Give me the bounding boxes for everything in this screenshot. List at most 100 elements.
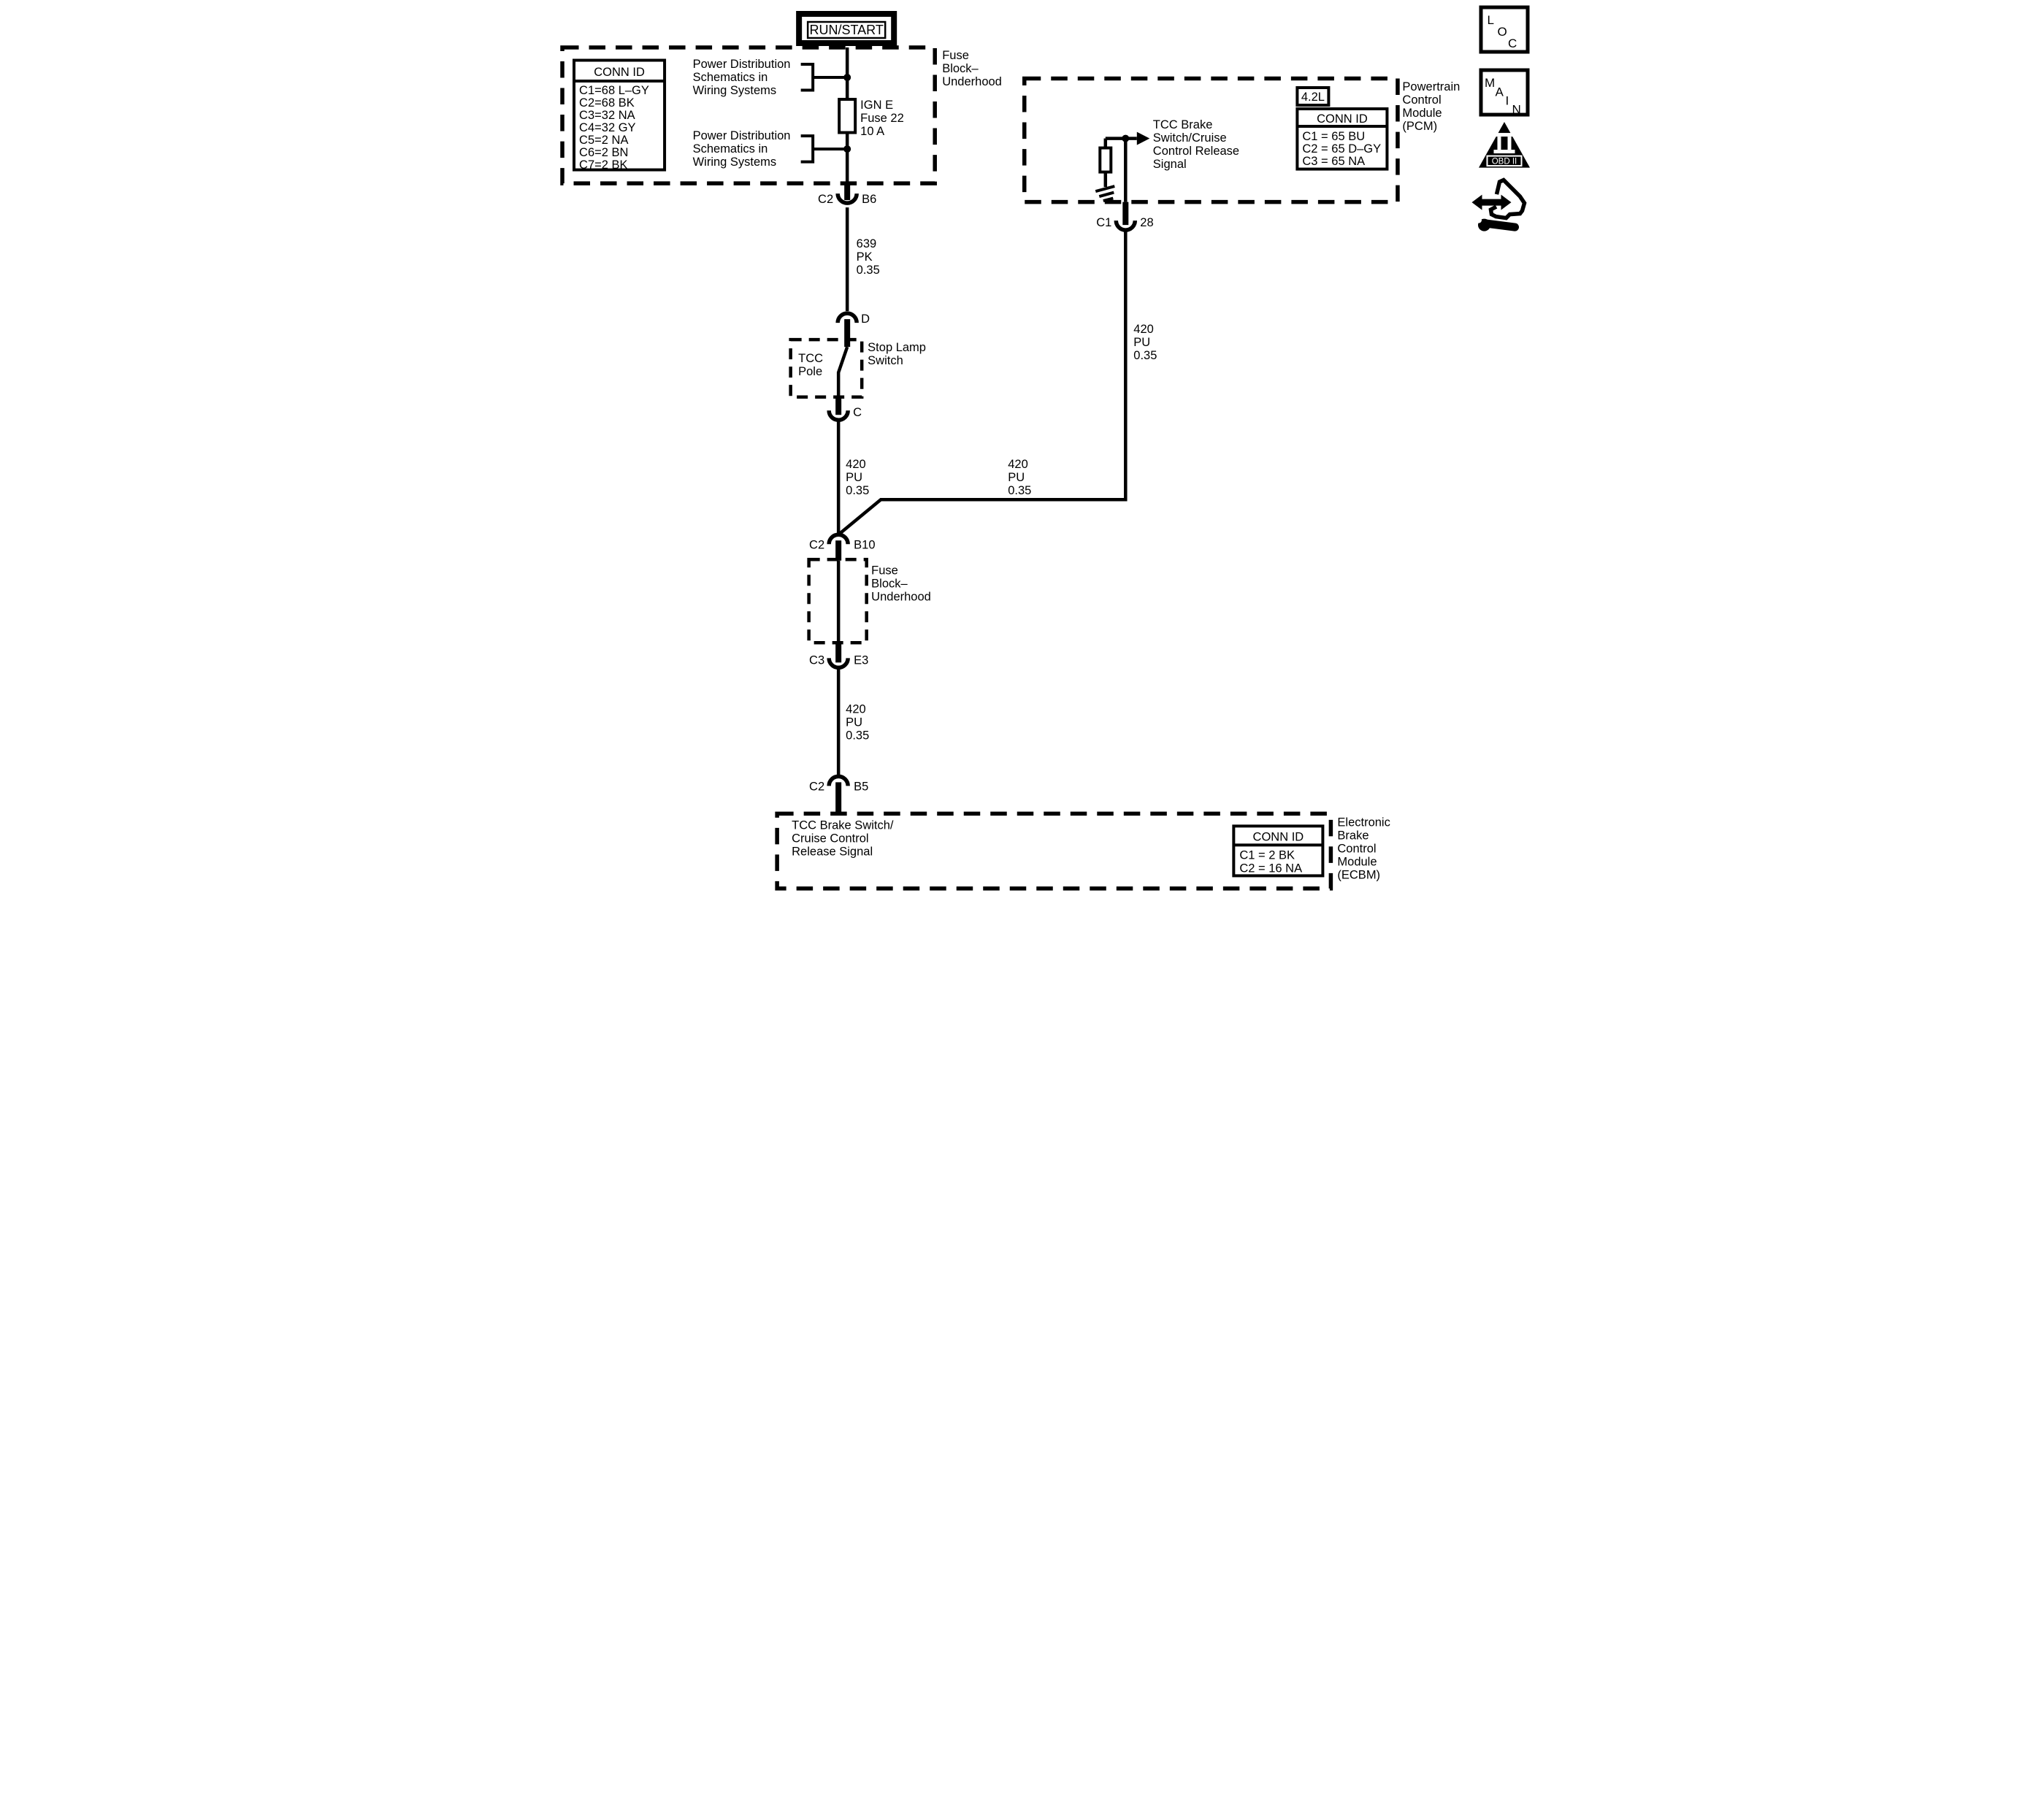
connector-label: C1: [1096, 216, 1111, 229]
nav-icon-service[interactable]: [1471, 177, 1526, 231]
conn-id-row: C2 = 65 D–GY: [1302, 142, 1381, 156]
conn-id-row: C3 = 65 NA: [1302, 155, 1365, 168]
ecbm-signal-label: Cruise Control: [792, 832, 868, 845]
pcm-signal-label: Control Release: [1152, 145, 1239, 158]
double-arrow-icon: [1471, 194, 1511, 210]
conn-id-table-outline: [1231, 824, 1324, 878]
conn-id-header: CONN ID: [1252, 830, 1304, 843]
connector-c3-e3: C3 E3: [809, 643, 868, 670]
connector-cavity-label: D: [861, 312, 870, 326]
obd2-label: OBD II: [1491, 158, 1517, 166]
conn-id-header: CONN ID: [594, 66, 645, 79]
main-letter: M: [1484, 76, 1494, 90]
wire-label: 639: [856, 237, 876, 250]
connector-c2-b6: C2 B6: [818, 183, 876, 206]
fuse-block-lower-label: Block–: [871, 577, 908, 590]
conn-id-row: C5=2 NA: [579, 134, 628, 147]
pcm-outline: [1022, 76, 1400, 204]
fuse-block-top-outline: [559, 45, 937, 185]
conn-id-row: C3=32 NA: [579, 109, 635, 122]
power-dist-label: Wiring Systems: [692, 84, 776, 97]
power-distribution-ref-lower: Power Distribution Schematics in Wiring …: [692, 129, 851, 169]
connector-d: D: [835, 311, 870, 348]
loc-icon[interactable]: [1478, 5, 1529, 54]
main-letter: I: [1505, 94, 1509, 108]
nav-icon-loc[interactable]: L O C: [1478, 5, 1529, 54]
main-icon[interactable]: [1478, 68, 1529, 117]
ecbm-label: Control: [1337, 842, 1376, 855]
connector-cavity-label: C: [853, 406, 862, 419]
wire-label: 0.35: [846, 729, 869, 742]
wire-label: PU: [1008, 471, 1025, 484]
stop-lamp-switch: TCC Pole Stop Lamp Switch: [788, 337, 925, 415]
hand-icon: [1488, 177, 1526, 221]
reference-bracket: [800, 63, 847, 92]
fuse-block-underhood-top: Fuse Block– Underhood CONN ID C1=68 L–GY…: [559, 45, 1002, 185]
connector-symbol: [826, 774, 850, 786]
main-letter: A: [1495, 85, 1504, 99]
fuse-label: 10 A: [860, 125, 884, 138]
wrench-icon: [1475, 217, 1519, 231]
ecbm-signal-label: TCC Brake Switch/: [792, 818, 894, 832]
connector-cavity-label: B10: [854, 538, 875, 551]
wiring-diagram-canvas: Fuse Block– Underhood CONN ID C1=68 L–GY…: [510, 0, 1534, 905]
wire-420-pu-left: 420 PU 0.35: [836, 420, 869, 535]
nav-icon-obd2[interactable]: OBD II: [1478, 122, 1530, 168]
connector-label: C2: [809, 780, 824, 793]
loc-letter: C: [1507, 37, 1516, 50]
wire-label: PU: [1133, 336, 1150, 349]
wire-420-pu-bottom: 420 PU 0.35: [836, 667, 869, 777]
connector-label: C2: [809, 538, 824, 551]
wire-420-pu-branch: 420 PU 0.35 420 PU 0.35: [837, 230, 1157, 536]
ecbm-signal-label: Release Signal: [792, 845, 873, 858]
connector-c1-28: C1 28: [1096, 216, 1153, 232]
run-start-label: RUN/START: [809, 23, 883, 37]
fuse-block-top-label: Underhood: [942, 75, 1002, 88]
conn-id-row: C1=68 L–GY: [579, 84, 649, 97]
engine-badge-box: [1295, 86, 1330, 107]
run-start-inner-box: [806, 20, 886, 39]
ecbm-label: Brake: [1337, 829, 1369, 842]
tcc-pole-label: TCC: [798, 352, 823, 365]
pcm-label: (PCM): [1402, 120, 1437, 133]
pcm-label: Powertrain: [1402, 80, 1460, 93]
fuse-block-top-label: Block–: [942, 62, 979, 75]
conn-id-header: CONN ID: [1317, 112, 1368, 126]
conn-id-row: C2 = 16 NA: [1239, 862, 1302, 875]
fuse-label: Fuse 22: [860, 112, 904, 125]
tcc-pole-label: Pole: [798, 365, 822, 378]
pcm-internal-circuit: TCC Brake Switch/Cruise Control Release …: [1095, 118, 1239, 226]
pcm-module: Powertrain Control Module (PCM) 4.2L CON…: [1022, 76, 1460, 226]
pcm-signal-label: Switch/Cruise: [1152, 131, 1226, 145]
power-dist-label: Schematics in: [692, 142, 768, 156]
power-dist-label: Wiring Systems: [692, 156, 776, 169]
loc-letter: L: [1487, 13, 1493, 27]
stop-lamp-switch-label: Switch: [868, 354, 903, 367]
conn-id-table-pcm: CONN ID C1 = 65 BU C2 = 65 D–GY C3 = 65 …: [1295, 107, 1388, 171]
resistor-symbol: [1098, 146, 1112, 174]
conn-id-row: C2=68 BK: [579, 96, 635, 110]
conn-id-table-ecbm: CONN ID C1 = 2 BK C2 = 16 NA: [1231, 824, 1324, 878]
pcm-label: Module: [1402, 107, 1442, 120]
conn-id-table-fuse-block: CONN ID C1=68 L–GY C2=68 BK C3=32 NA C4=…: [572, 58, 666, 172]
connector-c: C: [826, 406, 862, 422]
power-source-run-start: RUN/START: [795, 11, 897, 47]
conn-id-row: C7=2 BK: [579, 158, 628, 172]
wire-label: 420: [1008, 458, 1028, 471]
nav-icon-main[interactable]: M A I N: [1478, 68, 1529, 117]
power-distribution-ref-upper: Power Distribution Schematics in Wiring …: [692, 58, 851, 97]
connector-symbol: [1114, 220, 1137, 232]
fuse-block-underhood-lower: Fuse Block– Underhood: [806, 558, 930, 645]
ground-icon: [1095, 185, 1115, 203]
conn-id-row: C6=2 BN: [579, 146, 628, 159]
connector-cavity-label: B6: [862, 193, 876, 206]
connector-cavity-label: 28: [1140, 216, 1153, 229]
fuse-label: IGN E: [860, 99, 893, 112]
ecbm-outline: [774, 811, 1333, 891]
wire-label: 0.35: [846, 484, 869, 497]
power-dist-label: Schematics in: [692, 71, 768, 84]
connector-label: C2: [818, 193, 833, 206]
ecbm-label: Electronic: [1337, 816, 1390, 829]
signal-arrow-icon: [1136, 131, 1149, 145]
power-dist-label: Power Distribution: [692, 129, 790, 142]
